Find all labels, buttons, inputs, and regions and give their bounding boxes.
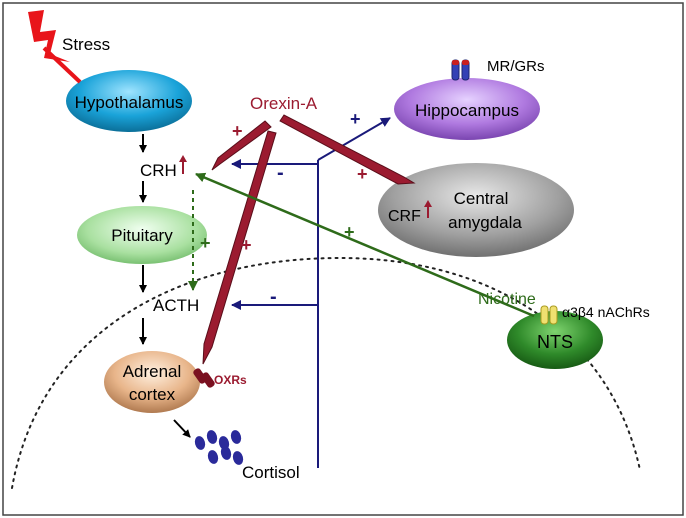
sign-cortisol-acth: -: [270, 286, 277, 308]
adrenal-cortex-node: [104, 351, 200, 413]
cortisol-feedback-lines: [231, 117, 391, 468]
orexin-arrows: [202, 114, 416, 365]
nicotine-label: Nicotine: [478, 291, 536, 308]
cortisol-molecules-icon: [194, 430, 244, 465]
orexin-to-adrenal-arrow: [202, 130, 277, 365]
adrenal-cortex-label-2: cortex: [129, 385, 176, 404]
hippocampus-label: Hippocampus: [415, 101, 519, 120]
oxr-receptor-icon: [193, 368, 215, 388]
sign-cortisol-crh: -: [277, 162, 284, 184]
stress-to-hypothalamus-arrow: [42, 46, 82, 84]
stress-label: Stress: [62, 35, 110, 54]
sign-nicotine-crh: +: [344, 222, 355, 242]
crh-up-arrowhead-icon: [179, 155, 187, 162]
nts-node: [507, 311, 603, 369]
sign-cortisol-hippocampus: +: [350, 109, 361, 129]
hippocampus-node: [394, 78, 540, 140]
hypothalamus-label: Hypothalamus: [75, 93, 184, 112]
orexin-a-label: Orexin-A: [250, 94, 318, 113]
pituitary-label: Pituitary: [111, 226, 173, 245]
acth-label: ACTH: [153, 296, 199, 315]
central-amygdala-node: [378, 163, 574, 257]
cortisol-label: Cortisol: [242, 463, 300, 482]
sign-orexin-amygdala: +: [357, 164, 368, 184]
pituitary-node: [77, 206, 207, 264]
central-amygdala-label-1: Central: [454, 189, 509, 208]
crh-label: CRH: [140, 161, 177, 180]
central-amygdala-label-2: amygdala: [448, 213, 522, 232]
oxrs-label: OXRs: [214, 373, 247, 387]
adrenal-to-cortisol-arrow: [173, 419, 191, 438]
stress-lightning-icon: [28, 10, 70, 62]
orexin-to-crh-arrow: [211, 120, 272, 171]
adrenal-cortex-label-1: Adrenal: [123, 362, 182, 381]
nts-to-crh-arrow: [195, 172, 535, 318]
sign-orexin-crh: +: [232, 121, 243, 141]
nachr-receptor-icon: [540, 305, 558, 325]
crf-label: CRF: [388, 208, 421, 225]
hypothalamus-node: [66, 70, 192, 132]
sign-crh-acth: +: [200, 233, 211, 253]
nts-label: NTS: [537, 332, 573, 352]
mr-gr-receptor-icon: [451, 59, 470, 81]
mr-grs-label: MR/GRs: [487, 58, 545, 75]
nachr-label: α3β4 nAChRs: [562, 304, 650, 320]
orexin-to-amygdala-arrow: [279, 114, 416, 185]
sign-orexin-adrenal: +: [241, 235, 252, 255]
crf-up-arrowhead-icon: [424, 200, 432, 207]
